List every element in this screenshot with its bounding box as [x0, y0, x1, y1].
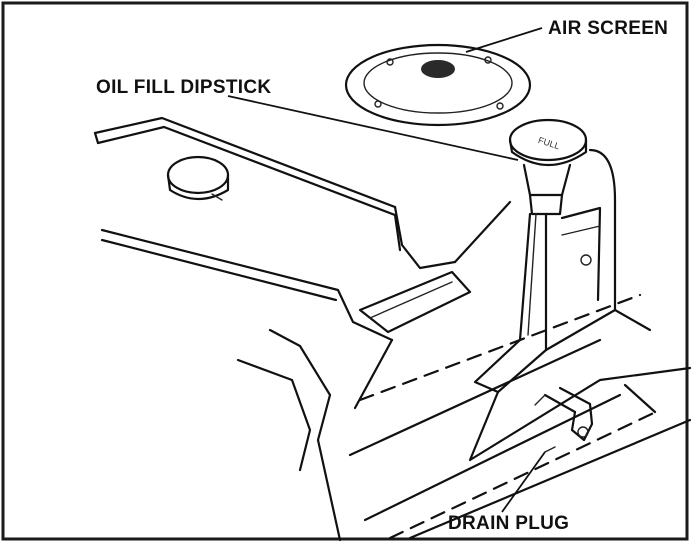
drain-plug-label: DRAIN PLUG — [448, 513, 569, 534]
oil-fill-dipstick-label: OIL FILL DIPSTICK — [96, 77, 271, 98]
dipstick-cap-marking: FULL — [537, 135, 561, 151]
housing-knob — [166, 155, 230, 201]
air-screen-center-hub — [421, 60, 455, 78]
leader-air-screen — [465, 27, 543, 53]
frame-rails — [348, 293, 692, 540]
air-screen-label: AIR SCREEN — [548, 18, 668, 39]
engine-housing — [93, 116, 512, 542]
leader-lines — [227, 27, 556, 513]
leader-drain-plug — [501, 451, 546, 513]
drain-plug — [534, 386, 594, 442]
leader-drain-plug-tick — [544, 446, 556, 453]
air-screen — [344, 43, 532, 127]
leader-oil-fill-dipstick — [227, 95, 519, 161]
reservoir-tube — [468, 148, 692, 462]
